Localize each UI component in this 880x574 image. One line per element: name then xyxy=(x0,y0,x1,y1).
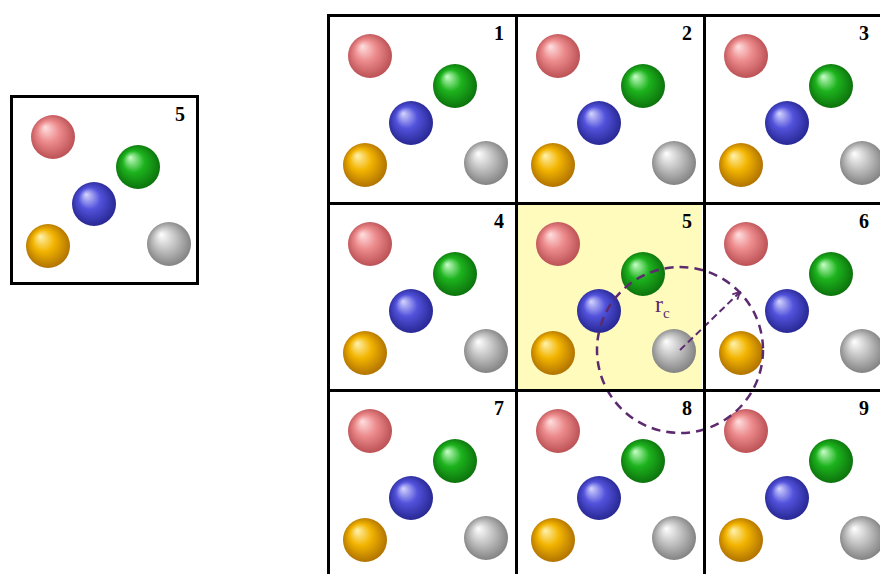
cell-box: 3 xyxy=(703,14,880,205)
cell-number: 7 xyxy=(494,398,504,418)
cell-number: 4 xyxy=(494,211,504,231)
cell-box: 4 xyxy=(327,202,518,392)
cell-box: 6 xyxy=(703,202,880,392)
cell-box: 8 xyxy=(515,389,706,574)
cell-box: 5 xyxy=(515,202,706,392)
cutoff-radius-label: rc xyxy=(655,292,670,316)
particles xyxy=(719,34,880,187)
cell-number: 2 xyxy=(682,23,692,43)
cell-box: 1 xyxy=(327,14,518,205)
radius-symbol: r xyxy=(655,291,663,317)
particles xyxy=(343,222,508,375)
cell-box: 5 xyxy=(10,95,199,285)
particles xyxy=(719,409,880,562)
cell-number: 8 xyxy=(682,398,692,418)
cell-number: 1 xyxy=(494,23,504,43)
particles xyxy=(26,115,191,268)
cell-box: 9 xyxy=(703,389,880,574)
particles xyxy=(343,409,508,562)
cell-number: 3 xyxy=(859,23,869,43)
particles xyxy=(719,222,880,375)
particles xyxy=(343,34,508,187)
cutoff-circle xyxy=(597,267,763,433)
cell-number: 5 xyxy=(175,104,185,124)
cell-number: 9 xyxy=(859,398,869,418)
cell-box: 2 xyxy=(515,14,706,205)
particles xyxy=(531,222,696,375)
central-cell-fill xyxy=(516,203,702,389)
cutoff-radius-arrow xyxy=(680,292,740,350)
radius-subscript: c xyxy=(663,305,670,321)
cell-box: 7 xyxy=(327,389,518,574)
particles xyxy=(531,34,696,187)
cell-number: 5 xyxy=(682,211,692,231)
cell-number: 6 xyxy=(859,211,869,231)
